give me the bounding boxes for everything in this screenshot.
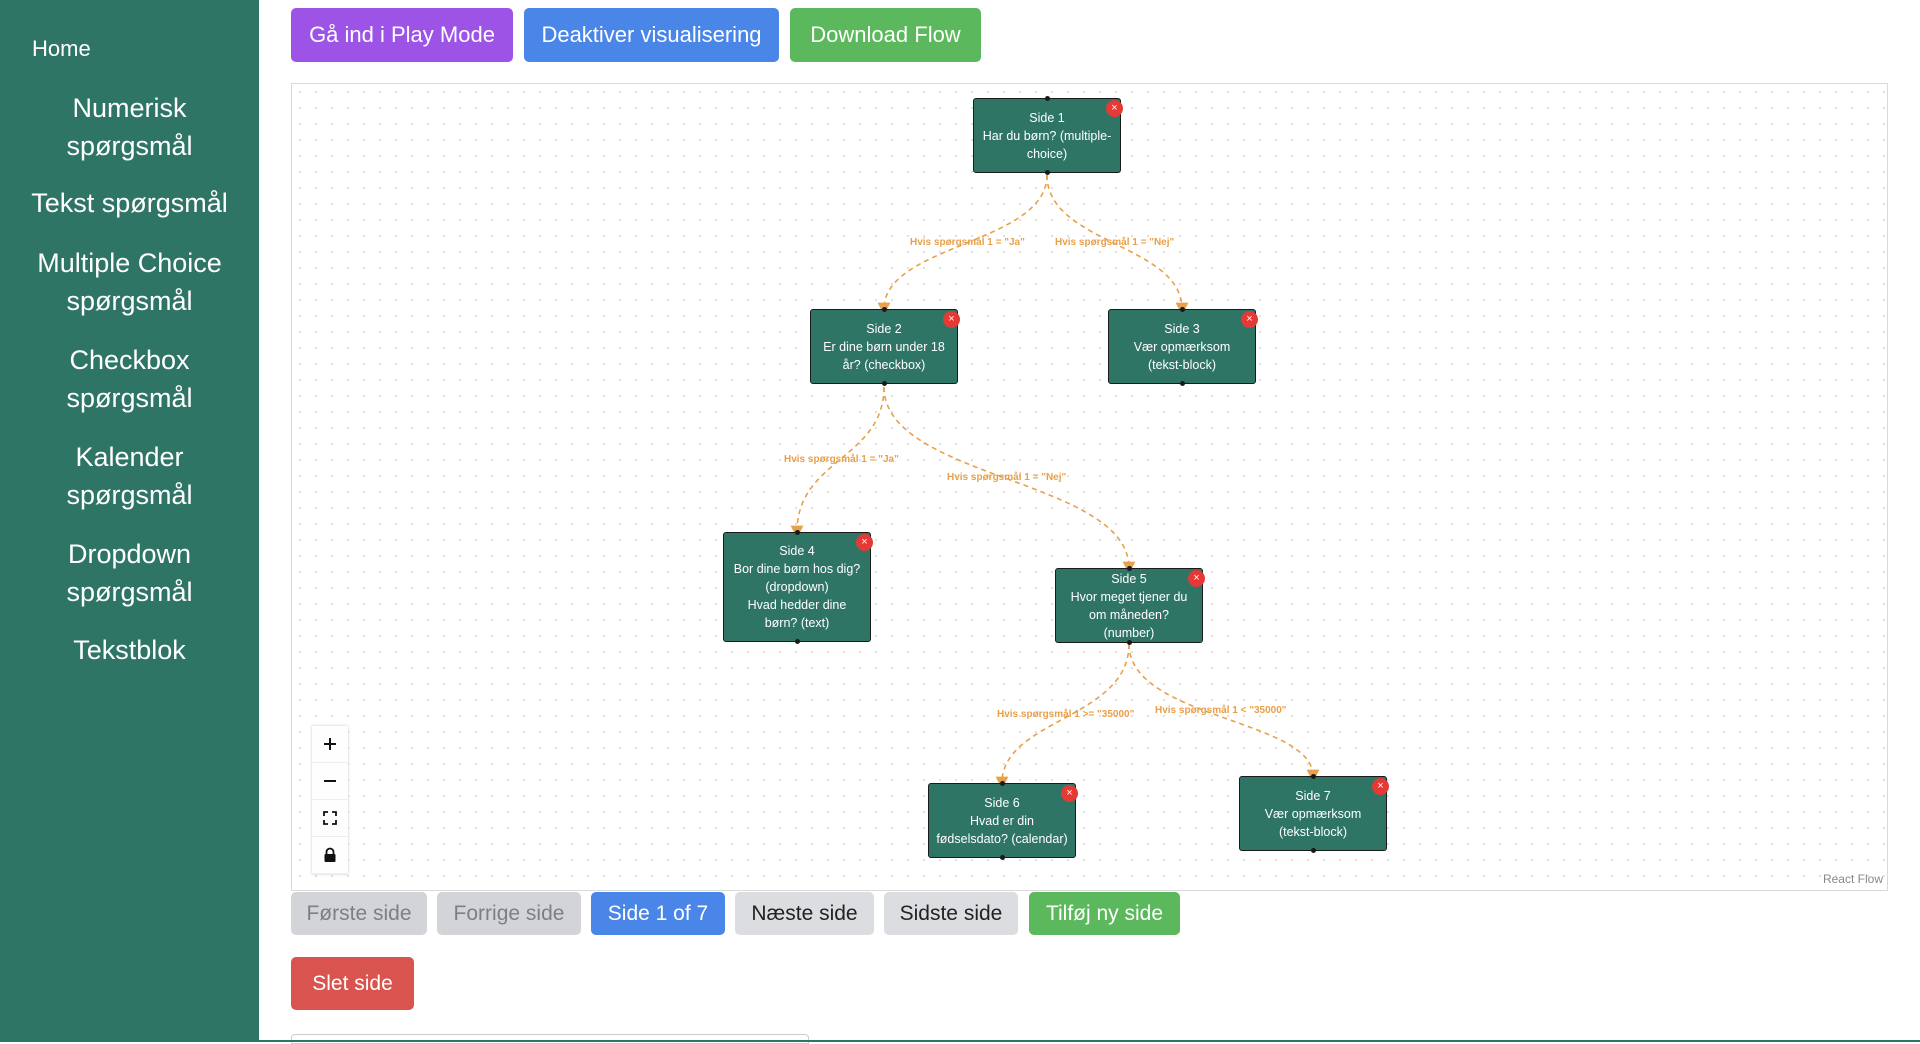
- node-text: Hvad er din: [970, 813, 1034, 828]
- last-page-button[interactable]: Sidste side: [884, 892, 1018, 935]
- node-text: choice): [1026, 146, 1068, 161]
- node-text: (tekst-block): [1147, 357, 1217, 372]
- delete-node-button[interactable]: ×: [856, 534, 873, 551]
- sidebar-item-dropdown[interactable]: Dropdown spørgsmål: [0, 535, 259, 611]
- delete-node-button[interactable]: ×: [1188, 570, 1205, 587]
- node-title: Side 2: [866, 321, 902, 336]
- node-text: om måneden? (number): [1089, 607, 1169, 640]
- zoom-in-icon[interactable]: [312, 726, 348, 763]
- sidebar-item-label: Kalender: [75, 442, 184, 472]
- divider: [0, 1040, 1920, 1042]
- edge-5-7: [1128, 643, 1320, 783]
- edge-label: Hvis spørgsmål 1 = "Nej": [1055, 236, 1175, 248]
- current-page-indicator[interactable]: Side 1 of 7: [591, 892, 725, 935]
- sidebar-item-tekst[interactable]: Tekst spørgsmål: [0, 184, 259, 222]
- react-flow-attribution[interactable]: React Flow: [1822, 872, 1883, 886]
- flow-node-side-5[interactable]: Side 5 Hvor meget tjener du om måneden? …: [1055, 566, 1205, 645]
- first-page-button[interactable]: Første side: [291, 892, 427, 935]
- play-mode-button[interactable]: Gå ind i Play Mode: [291, 8, 513, 62]
- edge-label: Hvis spørgsmål 1 = "Ja": [784, 453, 899, 465]
- previous-page-button[interactable]: Forrige side: [437, 892, 581, 935]
- sidebar-item-label: spørgsmål: [66, 383, 193, 413]
- download-flow-button[interactable]: Download Flow: [790, 8, 981, 62]
- flow-node-side-6[interactable]: Side 6 Hvad er din fødselsdato? (calenda…: [928, 781, 1078, 860]
- node-text: Er dine børn under 18: [823, 339, 945, 354]
- edge-1-3: [1046, 174, 1189, 316]
- flow-node-side-3[interactable]: Side 3 Vær opmærksom (tekst-block) ×: [1108, 307, 1258, 386]
- node-text: Hvad hedder dine: [747, 598, 847, 612]
- node-text: (tekst-block): [1278, 824, 1348, 839]
- sidebar-item-label: Multiple Choice: [37, 248, 222, 278]
- sidebar: Home Numerisk spørgsmål Tekst spørgsmål …: [0, 0, 259, 1042]
- flow-node-side-4[interactable]: Side 4 Bor dine børn hos dig? (dropdown)…: [723, 530, 873, 644]
- edge-5-6: [995, 643, 1130, 790]
- delete-node-button[interactable]: ×: [943, 311, 960, 328]
- sidebar-item-kalender[interactable]: Kalender spørgsmål: [0, 438, 259, 514]
- edge-label: Hvis spørgsmål 1 >= "35000": [997, 708, 1135, 720]
- node-title: Side 7: [1295, 788, 1331, 803]
- delete-node-button[interactable]: ×: [1241, 311, 1258, 328]
- flow-node-side-7[interactable]: Side 7 Vær opmærksom (tekst-block) ×: [1239, 774, 1389, 853]
- node-text: Bor dine børn hos dig?: [733, 562, 861, 576]
- flow-controls: [312, 726, 348, 874]
- sidebar-item-label: spørgsmål: [66, 577, 193, 607]
- sidebar-item-home[interactable]: Home: [32, 36, 91, 61]
- sidebar-item-label: Tekstblok: [73, 635, 186, 665]
- edge-1-2: [877, 174, 1048, 316]
- delete-node-button[interactable]: ×: [1372, 778, 1389, 795]
- node-title: Side 5: [1111, 571, 1147, 586]
- sidebar-item-label: Tekst spørgsmål: [31, 188, 228, 218]
- delete-page-button[interactable]: Slet side: [291, 957, 414, 1010]
- sidebar-item-checkbox[interactable]: Checkbox spørgsmål: [0, 341, 259, 417]
- add-page-button[interactable]: Tilføj ny side: [1029, 892, 1180, 935]
- node-title: Side 1: [1029, 110, 1065, 125]
- node-text: Har du børn? (multiple-: [982, 128, 1112, 143]
- flow-canvas[interactable]: Hvis spørgsmål 1 = "Ja" Hvis spørgsmål 1…: [291, 83, 1888, 891]
- node-text: fødselsdato? (calendar): [936, 831, 1068, 846]
- flow-edges: Hvis spørgsmål 1 = "Ja" Hvis spørgsmål 1…: [784, 174, 1320, 790]
- node-text: Hvor meget tjener du: [1070, 589, 1188, 604]
- sidebar-item-label: Numerisk: [72, 93, 187, 123]
- next-page-button[interactable]: Næste side: [735, 892, 874, 935]
- node-text: (dropdown): [765, 580, 829, 594]
- delete-node-button[interactable]: ×: [1106, 100, 1123, 117]
- edge-label: Hvis spørgsmål 1 = "Ja": [910, 236, 1025, 248]
- node-text: børn? (text): [764, 616, 830, 630]
- zoom-out-icon[interactable]: [312, 763, 348, 800]
- editor-panel-edge: [291, 1034, 809, 1044]
- sidebar-item-label: spørgsmål: [66, 131, 193, 161]
- fit-view-icon[interactable]: [312, 800, 348, 837]
- sidebar-item-tekstblok[interactable]: Tekstblok: [0, 631, 259, 669]
- node-text: år? (checkbox): [842, 357, 926, 372]
- node-title: Side 3: [1164, 321, 1200, 336]
- sidebar-item-label: spørgsmål: [66, 480, 193, 510]
- flow-node-side-2[interactable]: Side 2 Er dine børn under 18 år? (checkb…: [810, 307, 960, 386]
- node-title: Side 4: [779, 544, 815, 558]
- edge-label: Hvis spørgsmål 1 = "Nej": [947, 471, 1067, 483]
- flow-node-side-1[interactable]: Side 1 Har du børn? (multiple- choice) ×: [973, 96, 1123, 175]
- sidebar-item-numerisk[interactable]: Numerisk spørgsmål: [0, 89, 259, 165]
- sidebar-item-label: spørgsmål: [66, 286, 193, 316]
- toggle-visualization-button[interactable]: Deaktiver visualisering: [524, 8, 779, 62]
- lock-icon[interactable]: [312, 837, 348, 874]
- sidebar-item-label: Checkbox: [69, 345, 190, 375]
- node-text: Vær opmærksom: [1133, 339, 1231, 354]
- delete-node-button[interactable]: ×: [1061, 785, 1078, 802]
- node-text: Vær opmærksom: [1264, 806, 1362, 821]
- sidebar-item-label: Dropdown: [67, 539, 192, 569]
- edge-label: Hvis spørgsmål 1 < "35000": [1155, 704, 1287, 716]
- node-title: Side 6: [984, 795, 1020, 810]
- sidebar-item-multiple-choice[interactable]: Multiple Choice spørgsmål: [0, 244, 259, 320]
